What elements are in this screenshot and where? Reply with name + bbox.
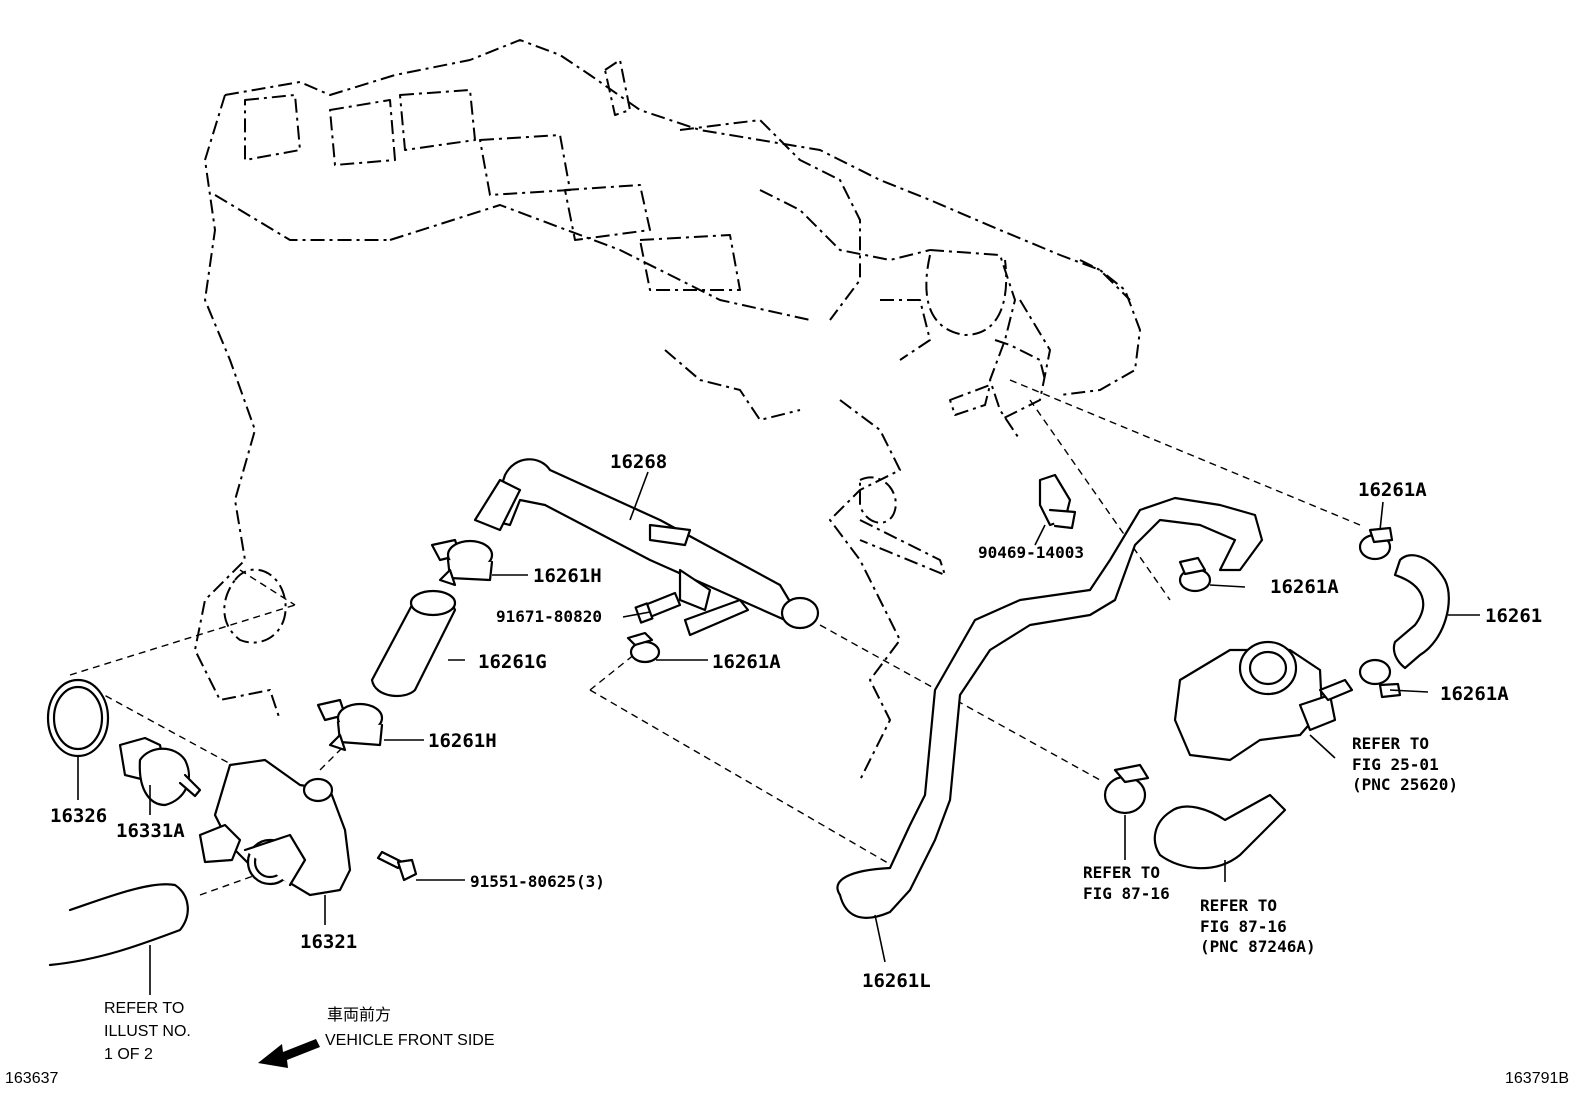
clip-90469-14003[interactable] <box>1038 473 1077 530</box>
ref-illust-no[interactable]: REFER TO ILLUST NO. 1 OF 2 <box>104 1000 191 1063</box>
clamp-16261a-right2[interactable] <box>1358 658 1402 699</box>
svg-text:REFER TO: REFER TO <box>1083 863 1160 882</box>
hose-16261[interactable] <box>1392 554 1450 670</box>
part-labels: 16268 16261H 91671-80820 16261G 16261A 1… <box>50 451 1542 992</box>
code-right: 163791B <box>1505 1070 1569 1087</box>
svg-text:FIG 87-16: FIG 87-16 <box>1083 884 1170 903</box>
clamp-fig87-ref[interactable] <box>1103 763 1150 815</box>
leader-lines <box>77 471 1480 995</box>
water-pipe-16268[interactable] <box>473 458 820 637</box>
front-label-english: VEHICLE FRONT SIDE <box>325 1032 495 1049</box>
label-16261a-right1[interactable]: 16261A <box>1270 576 1339 598</box>
label-16261[interactable]: 16261 <box>1485 605 1542 627</box>
hose-16261g[interactable] <box>370 589 457 698</box>
svg-text:FIG 87-16: FIG 87-16 <box>1200 917 1287 936</box>
clamp-16261h-bottom[interactable] <box>316 698 384 752</box>
svg-text:FIG 25-01: FIG 25-01 <box>1352 755 1439 774</box>
label-16326[interactable]: 16326 <box>50 805 107 827</box>
label-16321[interactable]: 16321 <box>300 931 357 953</box>
hose-illust-ref[interactable] <box>48 883 189 967</box>
bolt-91671-80820[interactable] <box>634 591 682 624</box>
thermostat-16331a[interactable] <box>118 736 202 807</box>
hose-fig87-ref[interactable] <box>1153 793 1287 870</box>
label-16261l[interactable]: 16261L <box>862 970 931 992</box>
label-16261h-top[interactable]: 16261H <box>533 565 602 587</box>
svg-text:REFER TO: REFER TO <box>1200 896 1277 915</box>
svg-text:(PNC 25620): (PNC 25620) <box>1352 775 1458 794</box>
label-16261g[interactable]: 16261G <box>478 651 547 673</box>
clamp-16261h-top[interactable] <box>430 538 494 587</box>
svg-text:(PNC 87246A): (PNC 87246A) <box>1200 937 1316 956</box>
label-16268[interactable]: 16268 <box>610 451 667 473</box>
ref-fig-25-01[interactable]: REFER TO FIG 25-01 (PNC 25620) <box>1352 734 1458 794</box>
svg-text:ILLUST NO.: ILLUST NO. <box>104 1023 191 1040</box>
svg-text:REFER TO: REFER TO <box>1352 734 1429 753</box>
label-16261a-right2[interactable]: 16261A <box>1440 683 1509 705</box>
clamp-16261a-mid[interactable] <box>626 631 661 664</box>
front-label-japanese: 車両前方 <box>327 1006 391 1024</box>
ref-fig-87-16-b[interactable]: REFER TO FIG 87-16 (PNC 87246A) <box>1200 896 1316 956</box>
vehicle-front-note: 車両前方 VEHICLE FRONT SIDE <box>258 1006 495 1068</box>
code-left: 163637 <box>5 1070 58 1087</box>
label-16261h-bottom[interactable]: 16261H <box>428 730 497 752</box>
ref-fig-87-16-a[interactable]: REFER TO FIG 87-16 <box>1083 863 1170 903</box>
svg-text:REFER TO: REFER TO <box>104 1000 184 1017</box>
throttle-body-assembly[interactable] <box>1173 640 1354 762</box>
engine-outline <box>194 39 1141 781</box>
clamp-16261a-top[interactable] <box>1358 526 1394 561</box>
label-16261a-top[interactable]: 16261A <box>1358 479 1427 501</box>
svg-text:1 OF 2: 1 OF 2 <box>104 1046 153 1063</box>
clamp-16261a-right1[interactable] <box>1178 556 1212 593</box>
label-90469-14003[interactable]: 90469-14003 <box>978 543 1084 562</box>
front-arrow-icon <box>258 1039 320 1068</box>
label-91671-80820[interactable]: 91671-80820 <box>496 607 602 626</box>
hose-16261l[interactable] <box>836 496 1264 919</box>
label-16261a-mid[interactable]: 16261A <box>712 651 781 673</box>
label-91551-80625[interactable]: 91551-80625(3) <box>470 872 605 891</box>
label-16331a[interactable]: 16331A <box>116 820 185 842</box>
water-inlet-16321[interactable] <box>198 758 352 897</box>
bolt-91551-80625[interactable] <box>376 850 418 882</box>
gasket-16326[interactable] <box>46 678 110 758</box>
reference-notes: REFER TO FIG 25-01 (PNC 25620) REFER TO … <box>104 734 1458 1063</box>
